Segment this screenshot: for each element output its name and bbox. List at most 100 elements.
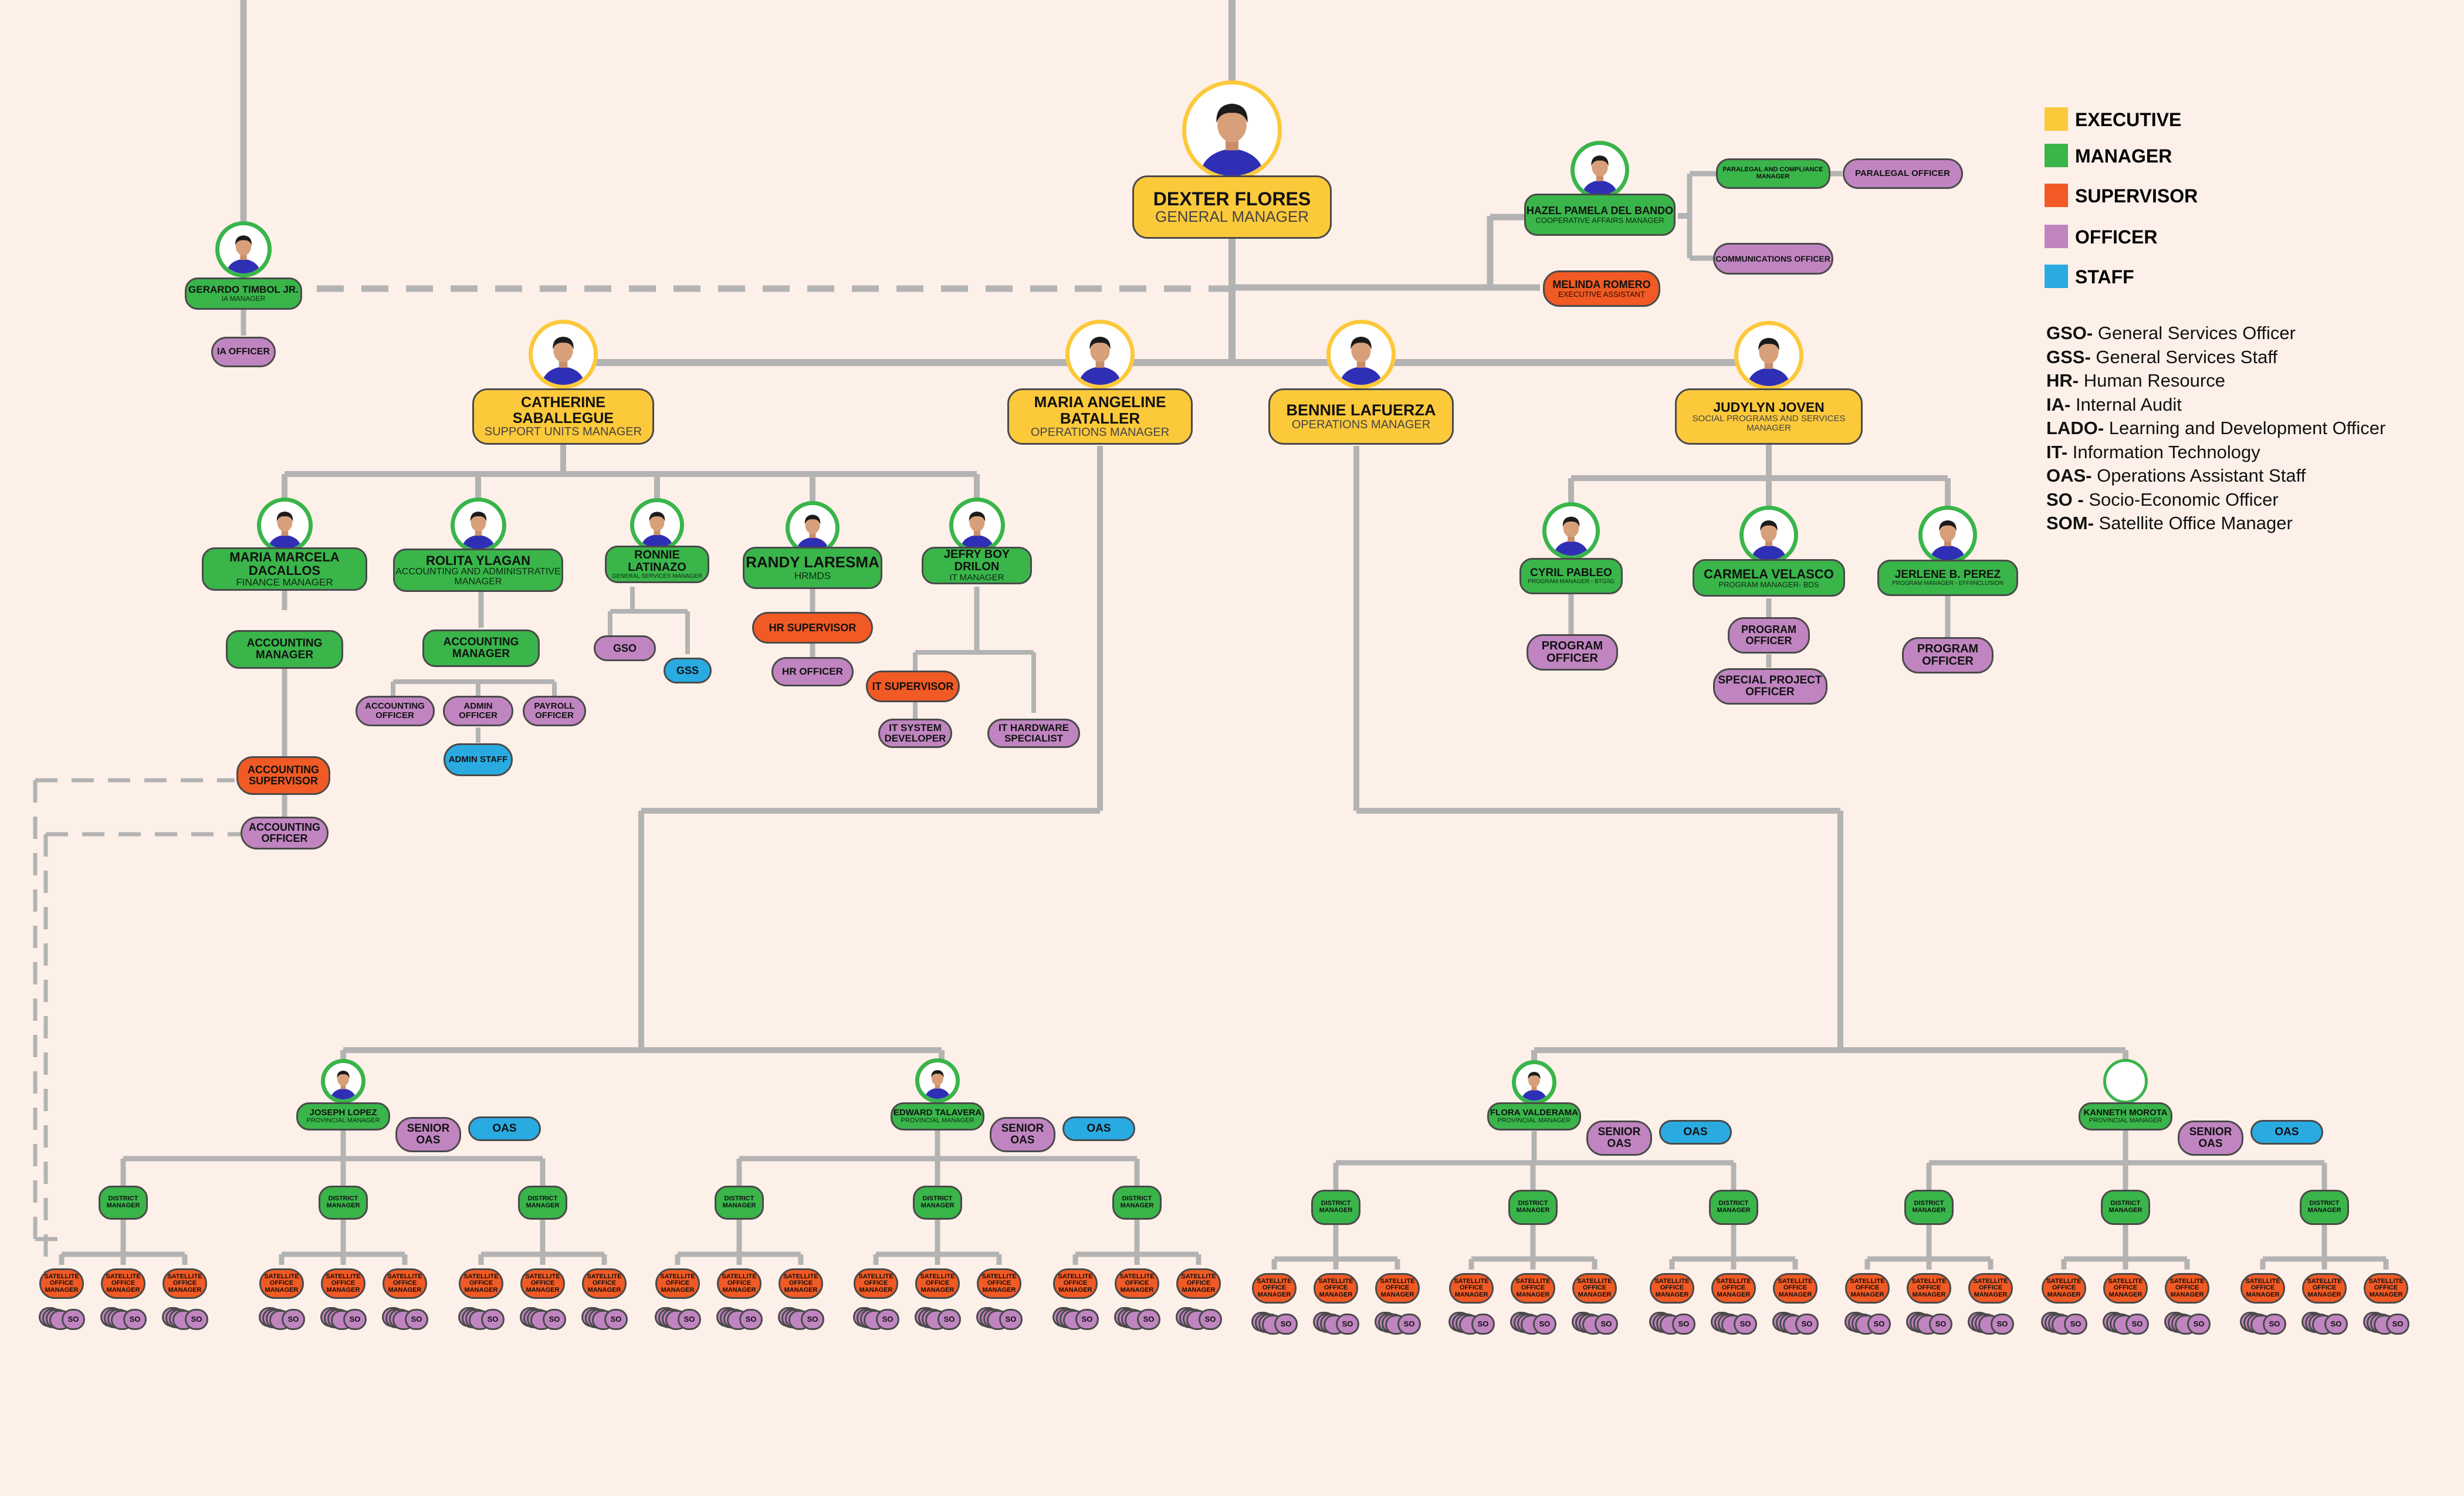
accounting-officer-box-finance: ACCOUNTING OFFICER: [241, 817, 329, 849]
role-label: SO: [610, 1315, 622, 1324]
person-name: JOSEPH LOPEZ: [309, 1108, 377, 1118]
avatar: [1542, 502, 1600, 560]
satellite-office-manager-box: SATELLITE OFFICE MANAGER: [2364, 1273, 2408, 1304]
position-title: OPERATIONS MANAGER: [1291, 418, 1431, 431]
so-circle: SO: [1274, 1314, 1298, 1335]
role-label: PROGRAM OFFICER: [1741, 624, 1796, 647]
satellite-office-manager-box: SATELLITE OFFICE MANAGER: [1511, 1273, 1555, 1304]
position-title: HRMDS: [794, 570, 831, 581]
satellite-office-manager-box: SATELLITE OFFICE MANAGER: [39, 1268, 84, 1299]
person-name: JEFRY BOY DRILON: [943, 548, 1010, 574]
person-name: MELINDA ROMERO: [1552, 278, 1651, 290]
satellite-office-manager-box: SATELLITE OFFICE MANAGER: [915, 1268, 960, 1299]
legend-label: OFFICER: [2075, 226, 2158, 248]
role-label: SO: [2193, 1319, 2205, 1329]
senior-oas-box-3: SENIOR OAS: [1586, 1121, 1652, 1156]
position-title: IA MANAGER: [221, 294, 266, 303]
abbreviation-value: Information Technology: [2067, 441, 2260, 462]
district-manager-box: DISTRICT MANAGER: [1508, 1190, 1558, 1225]
accounting-supervisor-box: ACCOUNTING SUPERVISOR: [236, 756, 330, 795]
legend-item-manager: MANAGER: [2045, 142, 2197, 167]
role-label: SO: [2070, 1319, 2081, 1329]
role-label: DISTRICT MANAGER: [326, 1195, 360, 1209]
person-name: RANDY LARESMA: [746, 553, 879, 571]
person-icon: [1069, 324, 1131, 385]
abbreviation-value: General Services Officer: [2093, 323, 2296, 343]
satellite-office-manager-box: SATELLITE OFFICE MANAGER: [1314, 1273, 1358, 1304]
role-label: SATELLITE OFFICE MANAGER: [1058, 1272, 1093, 1294]
role-label: SATELLITE OFFICE MANAGER: [1257, 1277, 1292, 1298]
so-circle: SO: [1075, 1309, 1099, 1330]
oas-box-2: OAS: [1062, 1116, 1135, 1141]
role-label: OAS: [1087, 1122, 1111, 1135]
so-circle: SO: [405, 1309, 428, 1330]
person-icon: [533, 324, 594, 385]
role-label: SATELLITE OFFICE MANAGER: [264, 1272, 299, 1294]
role-label: SO: [1739, 1319, 1751, 1329]
satellite-office-manager-box: SATELLITE OFFICE MANAGER: [717, 1268, 761, 1299]
position-title: IT MANAGER: [949, 573, 1004, 583]
abbreviation-item: HR- Human Resource: [2046, 369, 2385, 393]
role-label: DISTRICT MANAGER: [1912, 1200, 1946, 1214]
role-label: SATELLITE OFFICE MANAGER: [106, 1272, 141, 1294]
satellite-office-manager-box: SATELLITE OFFICE MANAGER: [259, 1268, 304, 1299]
role-label: SATELLITE OFFICE MANAGER: [2368, 1277, 2404, 1298]
district-manager-box: DISTRICT MANAGER: [1904, 1190, 1954, 1225]
role-label: DISTRICT MANAGER: [1319, 1200, 1353, 1214]
role-label: SATELLITE OFFICE MANAGER: [463, 1272, 499, 1294]
role-label: SATELLITE OFFICE MANAGER: [2169, 1277, 2205, 1298]
role-label: DISTRICT MANAGER: [1120, 1195, 1154, 1209]
abbreviation-key: GSS-: [2046, 346, 2091, 367]
role-label: SO: [1005, 1315, 1017, 1324]
avatar: [915, 1058, 960, 1103]
so-circle: SO: [2064, 1314, 2087, 1335]
role-label: GSO: [612, 642, 637, 654]
role-label: SO: [411, 1315, 422, 1324]
role-label: ACCOUNTING MANAGER: [246, 637, 323, 661]
role-label: SO: [1600, 1319, 1612, 1329]
it-supervisor-box: IT SUPERVISOR: [866, 671, 960, 702]
program-officer-box-3: PROGRAM OFFICER: [1902, 637, 1993, 673]
oas-box-1: OAS: [468, 1116, 541, 1141]
so-circle: SO: [1199, 1309, 1222, 1330]
role-label: SATELLITE OFFICE MANAGER: [1119, 1272, 1155, 1294]
so-circle: SO: [1795, 1314, 1819, 1335]
district-manager-box: DISTRICT MANAGER: [1311, 1190, 1360, 1225]
district-manager-box: DISTRICT MANAGER: [1112, 1186, 1162, 1220]
role-label: SATELLITE OFFICE MANAGER: [1181, 1272, 1216, 1294]
person-icon: [1923, 510, 1973, 560]
legend-swatch: [2045, 184, 2068, 207]
so-circle: SO: [123, 1309, 147, 1330]
role-label: SO: [807, 1315, 818, 1324]
abbreviation-value: Learning and Development Officer: [2104, 418, 2386, 438]
person-icon: [219, 225, 268, 273]
role-label: SO: [1678, 1319, 1690, 1329]
satellite-office-manager-box: SATELLITE OFFICE MANAGER: [854, 1268, 898, 1299]
payroll-officer-box: PAYROLL OFFICER: [523, 696, 586, 726]
abbreviation-item: OAS- Operations Assistant Staff: [2046, 464, 2385, 488]
abbreviation-value: Operations Assistant Staff: [2091, 465, 2306, 486]
satellite-office-manager-box: SATELLITE OFFICE MANAGER: [1773, 1273, 1817, 1304]
abbreviation-item: IT- Information Technology: [2046, 441, 2385, 465]
role-label: SATELLITE OFFICE MANAGER: [1515, 1277, 1551, 1298]
gso-box: GSO: [594, 635, 656, 661]
role-label: SPECIAL PROJECT OFFICER: [1718, 674, 1822, 698]
person-name: KANNETH MOROTA: [2083, 1108, 2168, 1118]
role-label: SATELLITE OFFICE MANAGER: [1577, 1277, 1612, 1298]
abbreviation-key: OAS-: [2046, 465, 2092, 486]
satellite-office-manager-box: SATELLITE OFFICE MANAGER: [1053, 1268, 1098, 1299]
person-name: JUDYLYN JOVEN: [1713, 400, 1825, 415]
person-icon: [1516, 1064, 1552, 1101]
avatar: [321, 1059, 365, 1104]
role-label: SO: [2392, 1319, 2404, 1329]
district-manager-box: DISTRICT MANAGER: [319, 1186, 368, 1220]
